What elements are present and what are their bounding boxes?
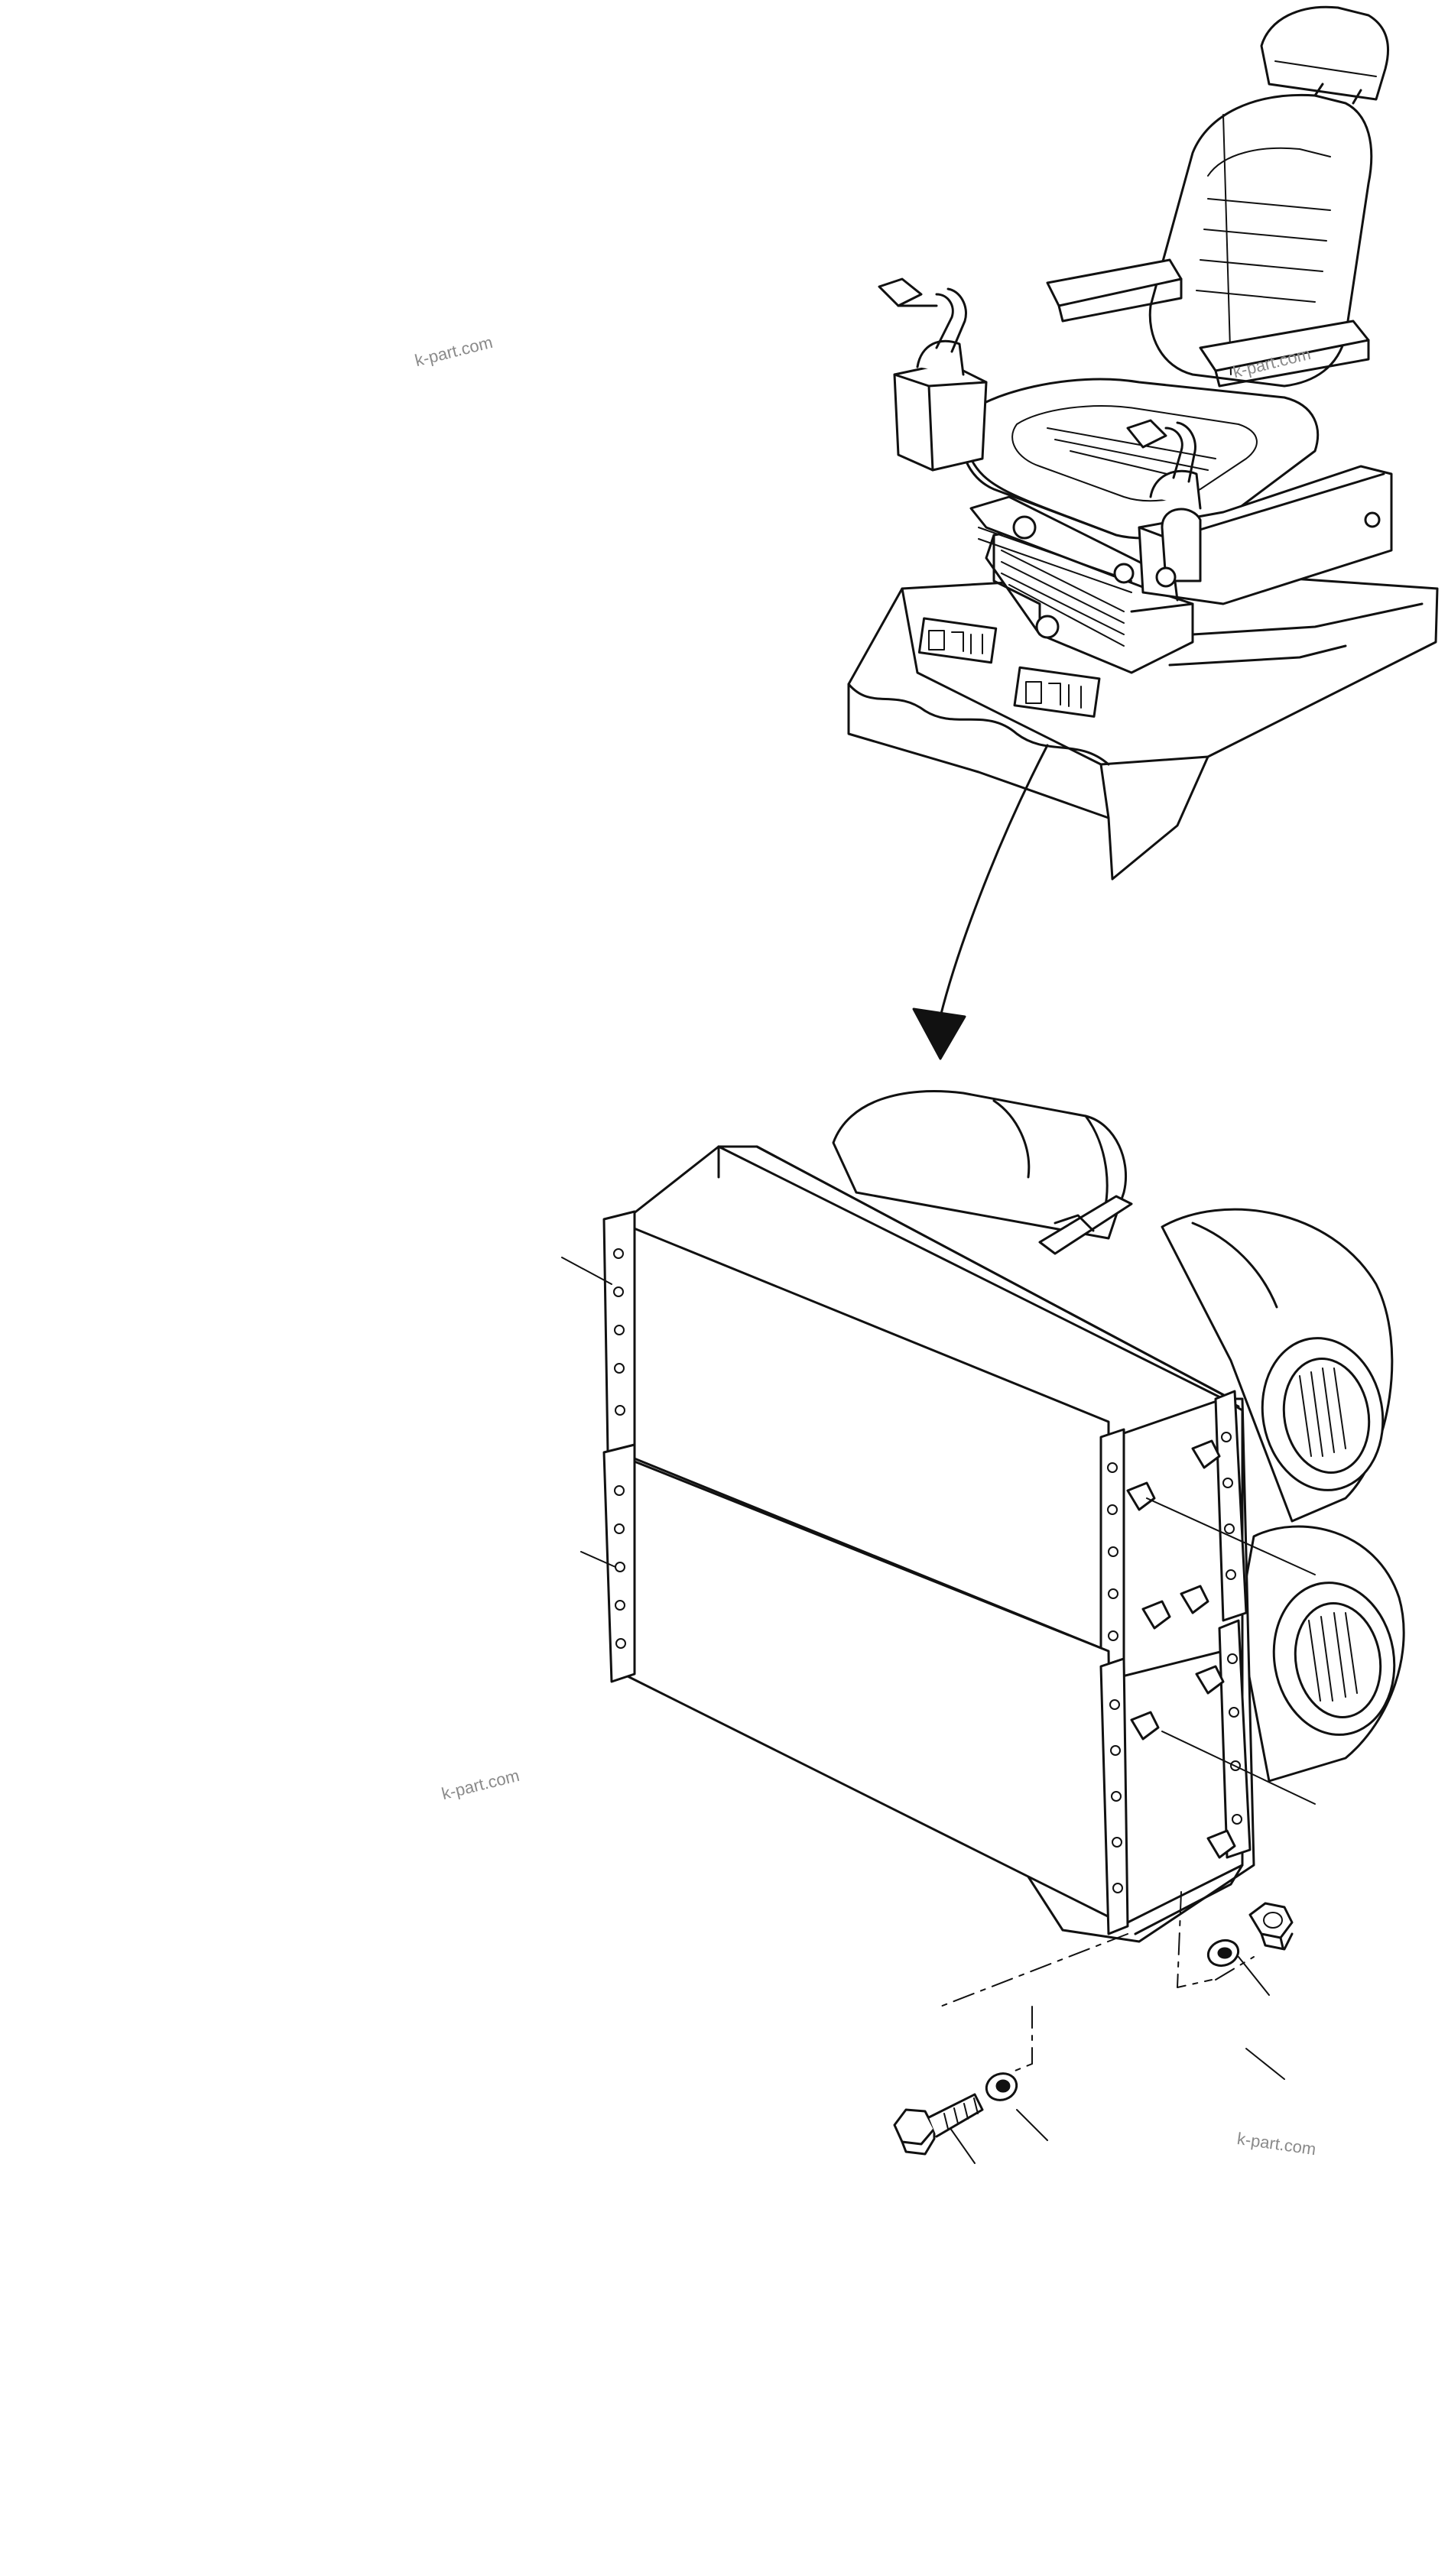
mounting-hardware — [893, 1902, 1294, 2156]
flat-washer — [985, 2072, 1018, 2101]
seat-armrests — [1046, 258, 1370, 388]
installation-center-lines — [940, 1891, 1255, 2072]
right-control-console — [1126, 419, 1393, 605]
leader-lines — [561, 1257, 1285, 2164]
heater-unit-assembly — [561, 1090, 1405, 2164]
left-control-console — [878, 277, 988, 472]
hex-bolt — [893, 2093, 984, 2156]
flange-bolt-holes — [613, 1248, 1242, 1893]
operator-seat-assembly — [847, 5, 1439, 1060]
seat-cushion — [959, 378, 1320, 540]
seat-suspension-base — [969, 495, 1194, 674]
pipe-fittings — [1126, 1439, 1316, 1859]
heater-core-lower — [602, 1443, 1252, 1935]
hex-nut — [1248, 1902, 1294, 1951]
blower-housings — [832, 1090, 1405, 1783]
heater-core-upper — [602, 1210, 1248, 1668]
spring-washer — [1206, 1938, 1240, 1968]
view-pointer-arrow — [912, 744, 1049, 1060]
seat-backrest — [1148, 5, 1389, 388]
